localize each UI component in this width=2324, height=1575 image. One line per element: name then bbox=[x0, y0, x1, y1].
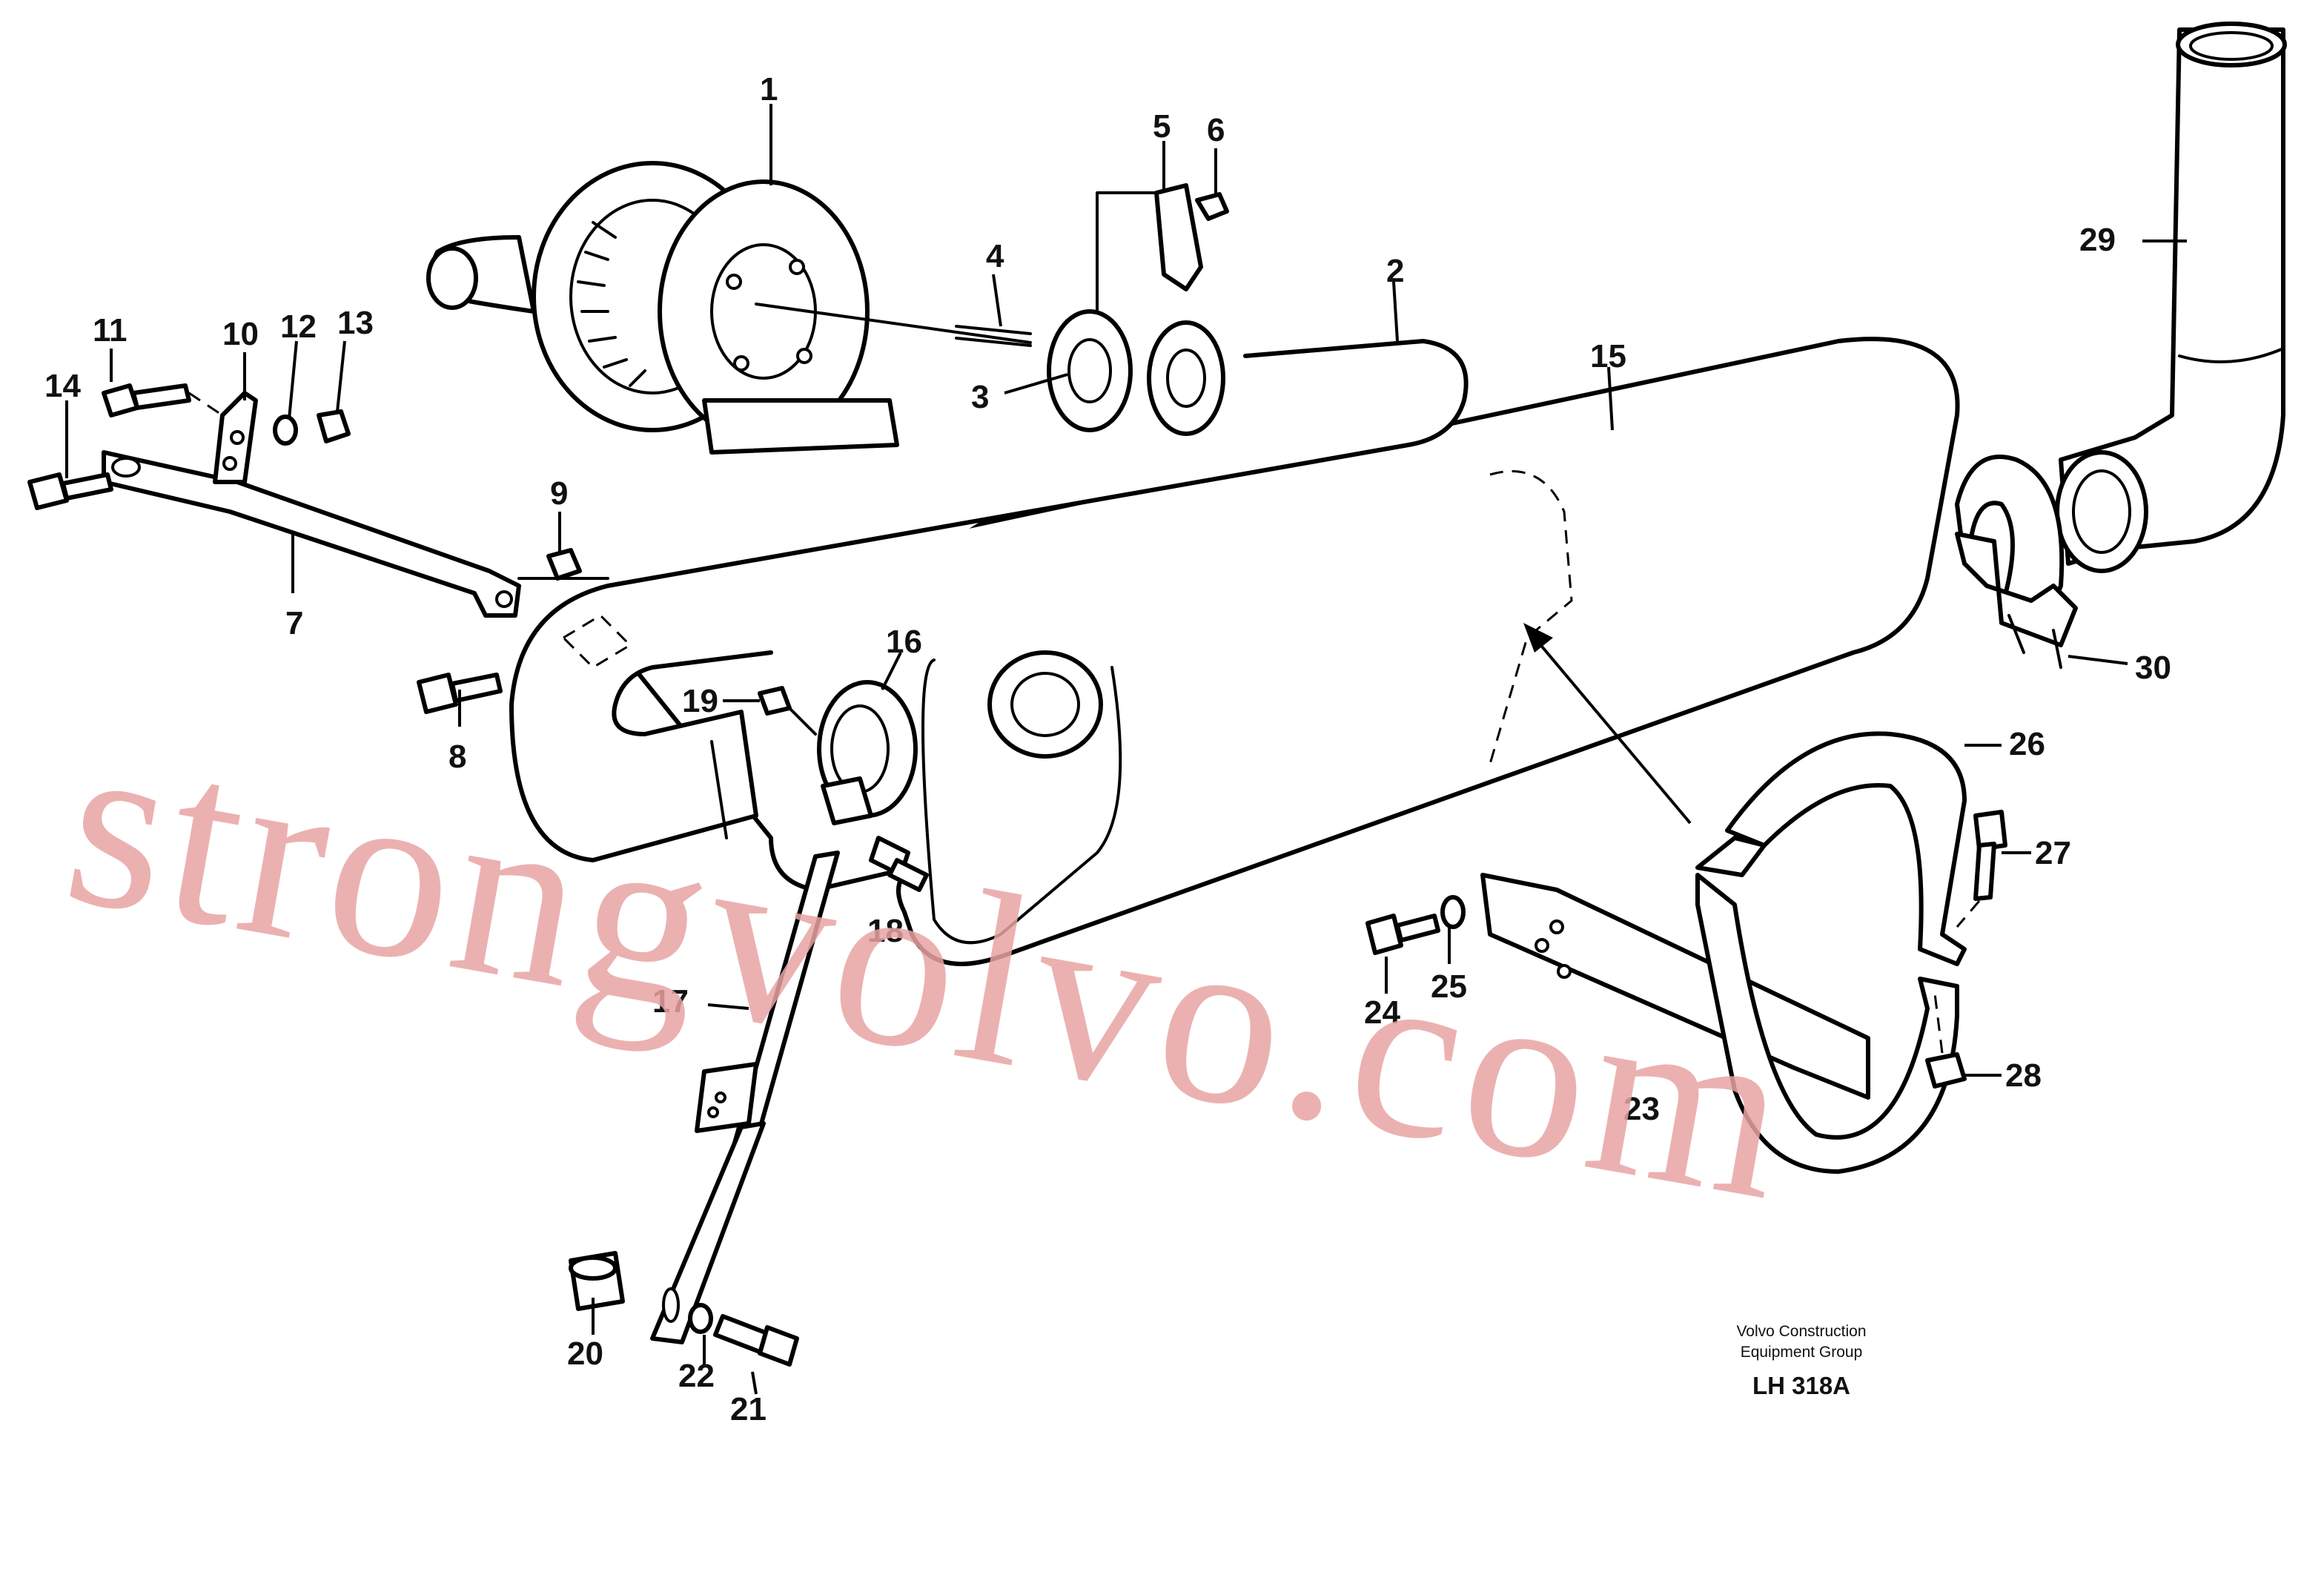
callout-12: 12 bbox=[280, 308, 317, 345]
callout-9: 9 bbox=[550, 475, 568, 512]
washer-22 bbox=[688, 1303, 713, 1334]
clamp-ring bbox=[817, 680, 918, 825]
bolt-21 bbox=[713, 1314, 799, 1367]
callout-13: 13 bbox=[337, 305, 374, 341]
flange-gasket bbox=[1047, 309, 1225, 436]
stud bbox=[755, 303, 1032, 347]
callout-20: 20 bbox=[567, 1335, 603, 1372]
bolt-18 bbox=[869, 836, 929, 892]
callout-23: 23 bbox=[1623, 1091, 1660, 1127]
callout-7: 7 bbox=[285, 605, 303, 641]
footer: Volvo Construction Equipment Group LH 31… bbox=[1736, 1323, 1866, 1399]
callout-16: 16 bbox=[886, 624, 922, 660]
callout-21: 21 bbox=[730, 1391, 767, 1427]
nut-13 bbox=[317, 409, 351, 443]
exhaust-clamp bbox=[1955, 455, 2078, 669]
silencer-inlet bbox=[921, 650, 1122, 945]
callout-5: 5 bbox=[1153, 108, 1171, 145]
nut-6 bbox=[1195, 192, 1229, 221]
callout-1: 1 bbox=[760, 71, 778, 108]
callout-19: 19 bbox=[682, 683, 718, 719]
bolt-27 bbox=[1956, 810, 2007, 928]
support-bar bbox=[650, 851, 840, 1344]
nut-28 bbox=[1925, 993, 1967, 1089]
callout-3: 3 bbox=[971, 379, 989, 415]
callout-28: 28 bbox=[2005, 1057, 2042, 1094]
callout-8: 8 bbox=[448, 739, 466, 775]
bolt-11 bbox=[102, 383, 223, 417]
callout-10: 10 bbox=[222, 316, 259, 352]
support-strap bbox=[102, 450, 521, 618]
nut-19 bbox=[758, 686, 817, 736]
exhaust-pipe bbox=[509, 339, 1469, 862]
bolt-14 bbox=[27, 472, 113, 510]
callout-14: 14 bbox=[44, 368, 81, 404]
callout-6: 6 bbox=[1207, 112, 1225, 148]
callout-22: 22 bbox=[678, 1358, 715, 1394]
washer-12 bbox=[273, 415, 298, 446]
mounting-bracket bbox=[1480, 873, 1870, 1100]
u-clamp-strap bbox=[1695, 731, 1967, 1174]
callout-27: 27 bbox=[2035, 835, 2071, 871]
callout-25: 25 bbox=[1431, 968, 1467, 1005]
callout-2: 2 bbox=[1386, 253, 1404, 289]
bolt-24 bbox=[1365, 914, 1440, 955]
callout-11: 11 bbox=[93, 312, 128, 349]
bolt-8 bbox=[417, 673, 503, 714]
callout-17: 17 bbox=[652, 983, 689, 1020]
location-arrow bbox=[1523, 623, 1692, 825]
footer-line-1: Volvo Construction bbox=[1736, 1323, 1866, 1340]
callout-labels: 1 2 3 4 5 6 7 8 9 10 11 12 13 14 15 16 1… bbox=[44, 71, 2171, 1427]
callout-29: 29 bbox=[2079, 222, 2116, 258]
footer-line-2: Equipment Group bbox=[1741, 1344, 1863, 1361]
callout-18: 18 bbox=[867, 913, 904, 949]
tail-pipe bbox=[2055, 22, 2287, 573]
washer-25 bbox=[1440, 895, 1466, 929]
angle-bracket bbox=[213, 391, 258, 484]
leader-lines bbox=[65, 104, 2187, 1395]
spacer-20 bbox=[569, 1251, 625, 1311]
drawing-code: LH 318A bbox=[1752, 1372, 1850, 1399]
heat-shield-bracket bbox=[1096, 183, 1203, 313]
callout-24: 24 bbox=[1364, 994, 1400, 1031]
callout-15: 15 bbox=[1590, 338, 1626, 374]
nut-9 bbox=[517, 548, 609, 581]
turbocharger bbox=[426, 161, 899, 455]
callout-26: 26 bbox=[2009, 726, 2045, 762]
callout-4: 4 bbox=[986, 238, 1004, 274]
callout-30: 30 bbox=[2135, 650, 2171, 686]
